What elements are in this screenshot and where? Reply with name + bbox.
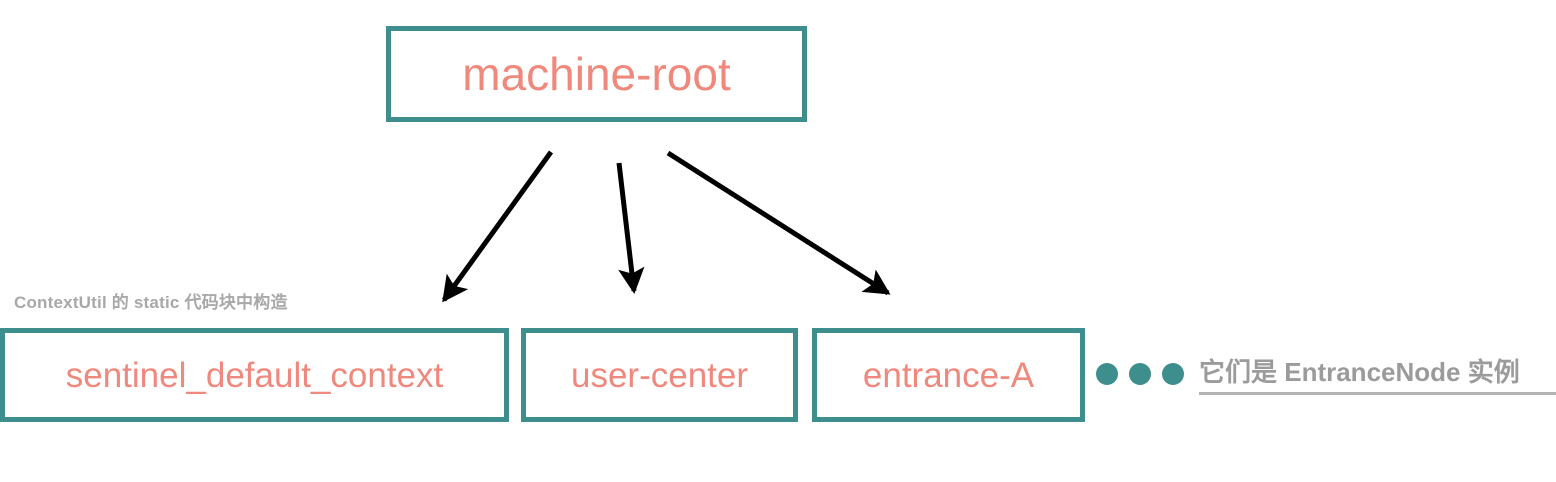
left-annotation-text: ContextUtil 的 static 代码块中构造 [14, 293, 288, 312]
edge-root-to-user-center [616, 162, 645, 294]
sentinel-default-context-node-label: sentinel_default_context [65, 355, 444, 395]
user-center-node-label: user-center [570, 355, 749, 395]
sentinel-default-context-node[interactable]: sentinel_default_context [0, 328, 509, 422]
machine-root-node-label: machine-root [462, 48, 731, 100]
right-annotation-text: 它们是 EntranceNode 实例 [1199, 357, 1520, 387]
ellipsis-dot-icon [1129, 363, 1151, 385]
ellipsis-dot-icon [1162, 363, 1184, 385]
entrance-a-node[interactable]: entrance-A [812, 328, 1085, 422]
ellipsis-dot-icon [1096, 363, 1118, 385]
edge-root-to-entrance-a [666, 150, 891, 296]
user-center-node[interactable]: user-center [521, 328, 798, 422]
ellipsis-dots [1096, 363, 1184, 385]
entrance-a-node-label: entrance-A [862, 355, 1035, 395]
right-annotation-underline [1199, 392, 1556, 395]
machine-root-node[interactable]: machine-root [386, 26, 807, 122]
edge-root-to-sentinel [441, 150, 554, 303]
